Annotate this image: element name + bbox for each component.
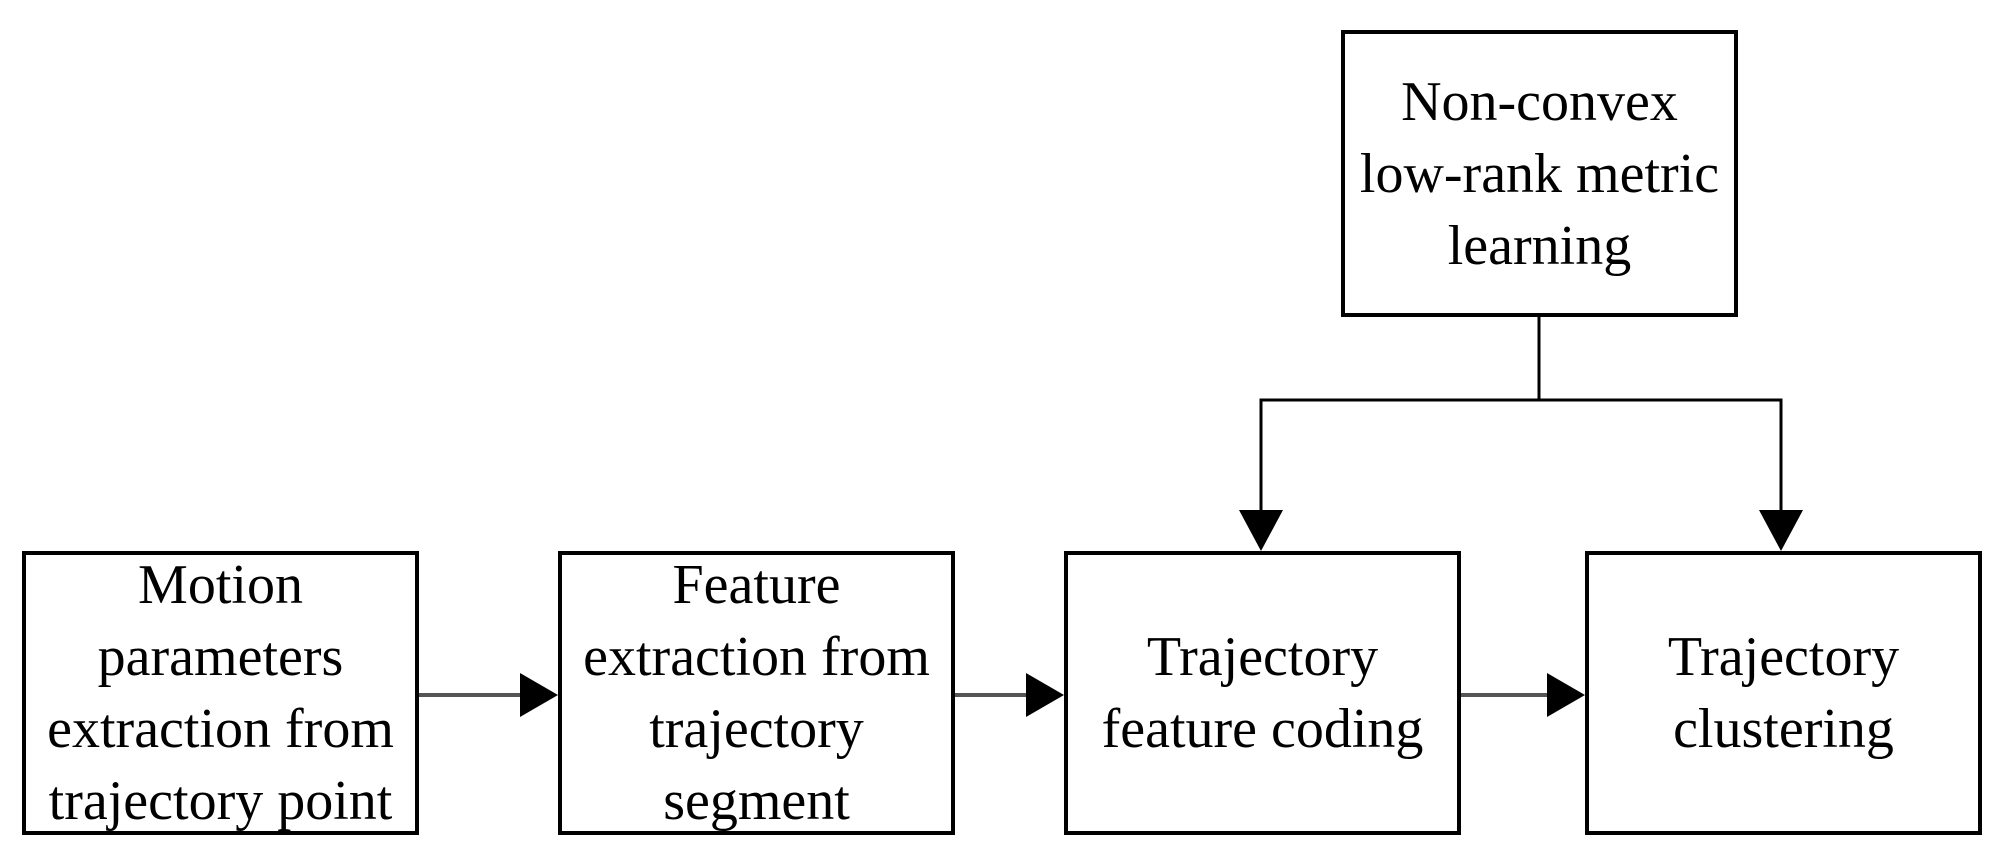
edge-coding-to-clustering <box>1461 673 1585 717</box>
edge-feature-to-coding <box>955 673 1064 717</box>
node-feature-extraction: Feature extraction from trajectory segme… <box>558 551 955 835</box>
arrowhead-icon <box>1547 673 1585 717</box>
arrowhead-icon <box>1026 673 1064 717</box>
connector-line <box>1259 398 1783 514</box>
node-label: Non-convex low-rank metric learning <box>1359 70 1720 277</box>
node-label: Motion parameters extraction from trajec… <box>47 554 394 832</box>
node-motion-parameters-extraction: Motion parameters extraction from trajec… <box>22 551 419 835</box>
arrowhead-icon <box>520 673 558 717</box>
arrowhead-icon <box>1239 510 1283 551</box>
node-trajectory-clustering: Trajectory clustering <box>1585 551 1982 835</box>
node-label: Trajectory clustering <box>1667 626 1900 760</box>
node-label: Trajectory feature coding <box>1101 626 1424 760</box>
edge-motion-to-feature <box>419 673 558 717</box>
node-trajectory-feature-coding: Trajectory feature coding <box>1064 551 1461 835</box>
node-non-convex-metric-learning: Non-convex low-rank metric learning <box>1341 30 1738 317</box>
arrowhead-icon <box>1759 510 1803 551</box>
node-label: Feature extraction from trajectory segme… <box>583 554 930 832</box>
edge-metric-to-coding-and-clustering <box>1239 317 1803 551</box>
